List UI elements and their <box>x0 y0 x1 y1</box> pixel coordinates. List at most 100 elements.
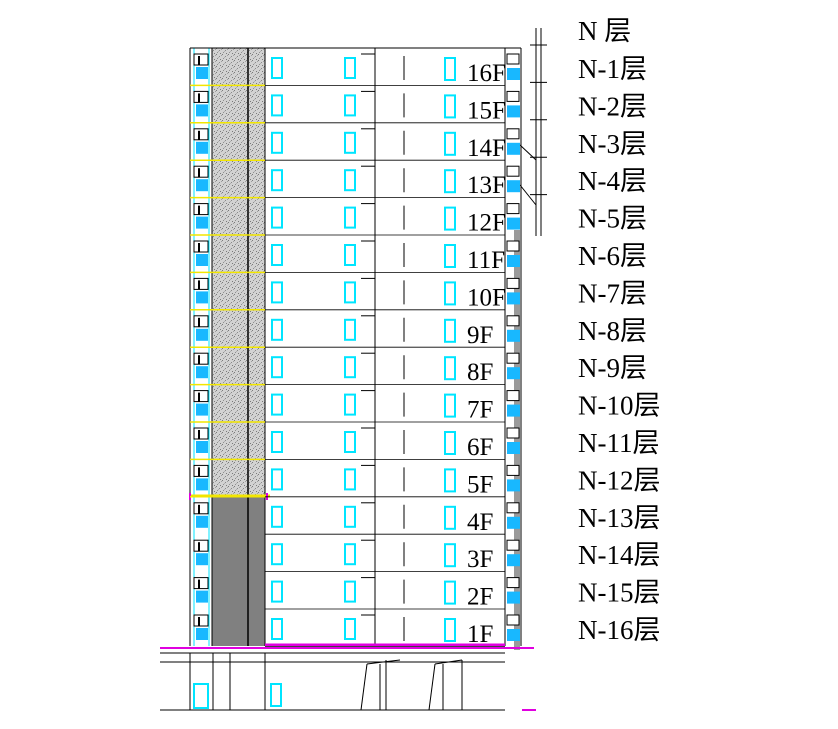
window-frame <box>193 165 209 178</box>
window-glass <box>507 180 520 193</box>
level-label: N-12层 <box>578 465 661 495</box>
floor-row: 10F <box>190 277 520 311</box>
window-glass <box>196 179 208 192</box>
facade-window <box>271 281 283 304</box>
window-frame <box>506 128 520 140</box>
floor-label: 1F <box>467 621 493 648</box>
floor-label: 3F <box>467 546 493 573</box>
window-glass <box>507 142 520 155</box>
basement-window <box>270 683 282 707</box>
facade-window <box>344 505 356 528</box>
window-frame <box>193 128 209 141</box>
dimension-marker <box>519 28 542 236</box>
floor-row: 3F <box>193 539 520 573</box>
level-label: N-9层 <box>578 353 647 383</box>
facade-window <box>444 618 456 642</box>
window-glass <box>507 516 520 529</box>
window-frame <box>193 277 209 290</box>
facade-window <box>344 580 356 603</box>
facade-window <box>444 505 456 530</box>
window-frame <box>193 427 209 440</box>
facade-window <box>344 206 356 229</box>
level-label: N-5层 <box>578 204 647 234</box>
facade-window <box>271 468 283 491</box>
level-label: N-13层 <box>578 503 661 533</box>
facade-window <box>271 505 283 528</box>
facade-window <box>444 57 456 81</box>
floor-label: 14F <box>467 135 506 162</box>
level-label-top: N 层 <box>578 16 631 46</box>
window-frame <box>193 390 209 403</box>
window-frame <box>193 53 209 66</box>
floor-label: 6F <box>467 434 493 461</box>
window-frame <box>506 390 520 402</box>
floor-row: 15F <box>190 81 547 124</box>
window-glass <box>196 67 208 79</box>
level-label: N-7层 <box>578 278 647 308</box>
facade-window <box>271 244 283 266</box>
level-label: N-1层 <box>578 54 647 84</box>
facade-window <box>344 94 356 117</box>
level-label: N-11层 <box>578 428 660 458</box>
floor-row: 9F <box>190 315 520 349</box>
facade-window <box>344 393 356 416</box>
facade-window <box>344 281 356 304</box>
floor-row: 16F <box>190 44 547 87</box>
floor-label: 10F <box>467 284 506 311</box>
level-label: N-6层 <box>578 241 647 271</box>
window-glass <box>507 404 520 417</box>
level-label: N-3层 <box>578 129 647 159</box>
floor-label: 15F <box>467 97 506 124</box>
floor-label: 11F <box>467 247 505 274</box>
window-glass <box>507 442 520 454</box>
window-frame <box>193 240 209 253</box>
facade-window <box>444 94 456 119</box>
window-glass <box>196 403 208 416</box>
level-label: N-4层 <box>578 166 647 196</box>
window-glass <box>507 68 520 80</box>
window-glass <box>196 141 208 154</box>
facade-window <box>444 580 456 605</box>
floor-row: 6F <box>190 427 520 461</box>
facade-window <box>344 618 356 640</box>
floor-row: 14F <box>190 119 547 162</box>
floor-label: 5F <box>467 471 493 498</box>
facade-window <box>344 131 356 154</box>
facade-window <box>271 318 283 341</box>
window-frame <box>506 577 520 589</box>
window-glass <box>507 292 520 305</box>
window-glass <box>196 254 208 266</box>
window-frame <box>506 240 520 252</box>
floor-label: 12F <box>467 210 506 237</box>
window-frame <box>193 614 209 627</box>
level-label: N-15层 <box>578 578 661 608</box>
facade-window <box>344 57 356 79</box>
facade-window <box>271 580 283 603</box>
level-label: N-8层 <box>578 316 647 346</box>
window-glass <box>196 441 208 453</box>
facade-window <box>444 206 456 231</box>
basement-details <box>189 653 463 711</box>
window-glass <box>507 479 520 492</box>
facade-window <box>344 431 356 453</box>
floor-label: 4F <box>467 509 493 536</box>
floor-label: 8F <box>467 359 493 386</box>
window-glass <box>196 104 208 117</box>
facade-window <box>271 431 283 453</box>
floor-row: 4F <box>193 502 520 536</box>
facade-window <box>444 169 456 194</box>
window-glass <box>196 216 208 229</box>
level-label: N-2层 <box>578 91 647 121</box>
window-glass <box>507 255 520 267</box>
facade-window <box>444 131 456 156</box>
facade-window <box>344 543 356 566</box>
facade-window <box>344 318 356 341</box>
facade-window <box>444 244 456 268</box>
window-frame <box>506 464 520 476</box>
window-glass <box>507 329 520 342</box>
facade-window <box>271 57 283 79</box>
facade-window <box>344 468 356 491</box>
facade-window <box>271 393 283 416</box>
floor-row: 13F <box>190 156 547 199</box>
